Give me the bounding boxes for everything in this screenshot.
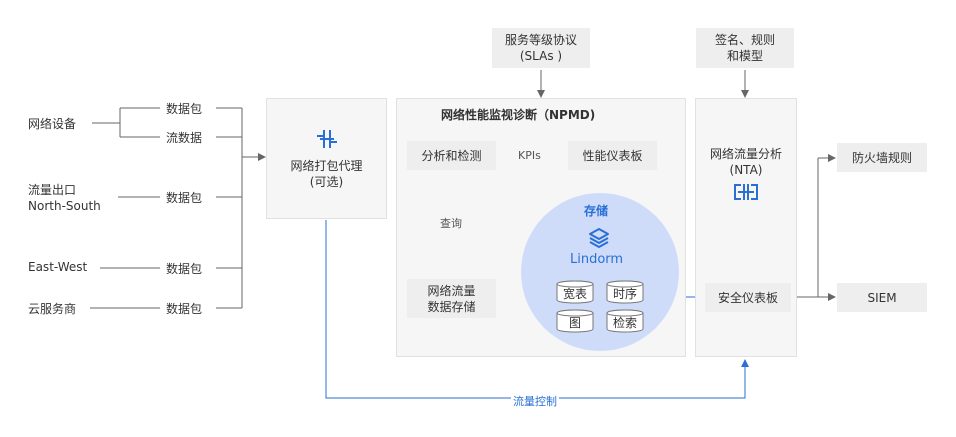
sla-box: 服务等级协议 (SLAs )	[492, 28, 590, 68]
source-north-south: 流量出口 North-South	[28, 183, 101, 213]
kpis-label: KPIs	[518, 149, 541, 162]
signatures-box: 签名、规则 和模型	[696, 28, 794, 68]
flow-control-label: 流量控制	[511, 393, 559, 409]
graph-cylinder: 图	[556, 309, 594, 333]
storage-title: 存储	[584, 204, 609, 218]
label-packet: 数据包	[166, 191, 203, 205]
label-flow-data: 流数据	[166, 131, 203, 145]
storage-circle	[521, 193, 679, 351]
label-packet: 数据包	[166, 262, 203, 276]
label-packet: 数据包	[166, 302, 203, 316]
traffic-data-storage-box: 网络流量 数据存储	[407, 279, 496, 318]
lindorm-icon	[589, 228, 609, 248]
nta-icon	[734, 184, 758, 200]
lindorm-label: Lindorm	[570, 252, 624, 267]
wide-table-cylinder: 宽表	[556, 280, 594, 304]
search-cylinder: 检索	[606, 309, 644, 333]
source-cloud-provider: 云服务商	[28, 302, 77, 316]
wide-table-label: 宽表	[562, 286, 587, 301]
query-label: 查询	[440, 217, 462, 230]
firewall-rules-box: 防火墙规则	[837, 143, 927, 172]
siem-box: SIEM	[837, 283, 927, 312]
search-label: 检索	[612, 315, 637, 330]
timeseries-cylinder: 时序	[606, 280, 644, 304]
timeseries-label: 时序	[612, 286, 637, 301]
packet-broker-icon	[316, 129, 337, 148]
source-east-west: East-West	[28, 260, 88, 274]
packet-broker-agent: 网络打包代理 (可选)	[266, 98, 387, 219]
nta-panel	[695, 98, 797, 357]
nta-title: 网络流量分析 (NTA)	[709, 147, 782, 177]
performance-dashboard-box: 性能仪表板	[568, 141, 657, 170]
source-network-device: 网络设备	[28, 117, 77, 131]
graph-label: 图	[568, 315, 581, 330]
analysis-detection-box: 分析和检测	[407, 141, 496, 170]
npmd-title: 网络性能监视诊断（NPMD)	[441, 108, 596, 122]
security-dashboard-box: 安全仪表板	[705, 283, 791, 312]
agent-label: 网络打包代理 (可选)	[290, 158, 363, 189]
label-packet: 数据包	[166, 102, 203, 116]
